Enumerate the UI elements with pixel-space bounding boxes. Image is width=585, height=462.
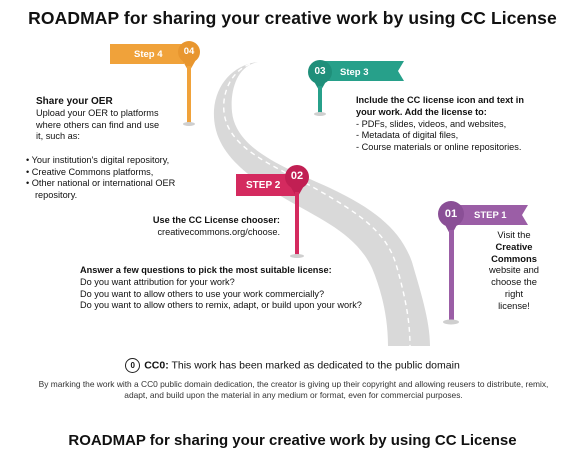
cc0-icon: 0 xyxy=(125,358,141,373)
step2-flag xyxy=(236,174,298,196)
step4-label: Step 4 xyxy=(134,49,163,60)
step4-pin xyxy=(178,41,200,63)
list-item: Do you want attribution for your work? xyxy=(80,276,235,287)
step4-heading: Share your OER xyxy=(36,96,113,107)
list-item: Other national or international OER repo… xyxy=(26,178,204,201)
step2-questions: Answer a few questions to pick the most … xyxy=(80,265,362,311)
step1-pin xyxy=(438,201,464,227)
list-item: - Metadata of digital files, xyxy=(356,130,459,141)
step4-text: Share your OER Upload your OER to platfo… xyxy=(36,96,160,142)
chooser-url: creativecommons.org/choose. xyxy=(157,226,280,237)
road-path xyxy=(213,62,430,346)
page-title: ROADMAP for sharing your creative work b… xyxy=(28,8,557,28)
cc0-text: This work has been marked as dedicated t… xyxy=(171,359,460,372)
figure-caption: ROADMAP for sharing your creative work b… xyxy=(68,432,517,449)
step2-label: STEP 2 xyxy=(246,180,281,191)
list-item: Creative Commons platforms, xyxy=(26,167,204,179)
step3-label: Step 3 xyxy=(340,67,369,78)
list-item: Your institution's digital repository, xyxy=(26,155,204,167)
step4-flag xyxy=(110,44,184,64)
step2-number: 02 xyxy=(290,170,304,182)
step2-pin xyxy=(285,165,309,189)
list-item: Do you want to allow others to remix, ad… xyxy=(80,300,362,311)
step2-chooser: Use the CC License chooser: creativecomm… xyxy=(152,215,280,237)
road-centerline xyxy=(223,63,411,347)
step4-number: 04 xyxy=(183,46,195,57)
step4-list: Your institution's digital repository, C… xyxy=(26,155,204,201)
step3-flag xyxy=(320,61,404,81)
cc0-description: By marking the work with a CC0 public do… xyxy=(38,379,549,400)
list-item: - Course materials or online repositorie… xyxy=(356,142,522,153)
step1-text: Visit the Creative Commons website and c… xyxy=(488,229,540,311)
list-item: Do you want to allow others to use your … xyxy=(80,288,325,299)
step3-text: Include the CC license icon and text in … xyxy=(356,95,524,153)
step1-number: 01 xyxy=(444,208,458,220)
step1-label: STEP 1 xyxy=(474,210,507,221)
list-item: - PDFs, slides, videos, and websites, xyxy=(356,118,507,129)
cc0-label: CC0: xyxy=(144,359,169,372)
step1-flag xyxy=(450,205,528,225)
step3-number: 03 xyxy=(314,66,326,77)
